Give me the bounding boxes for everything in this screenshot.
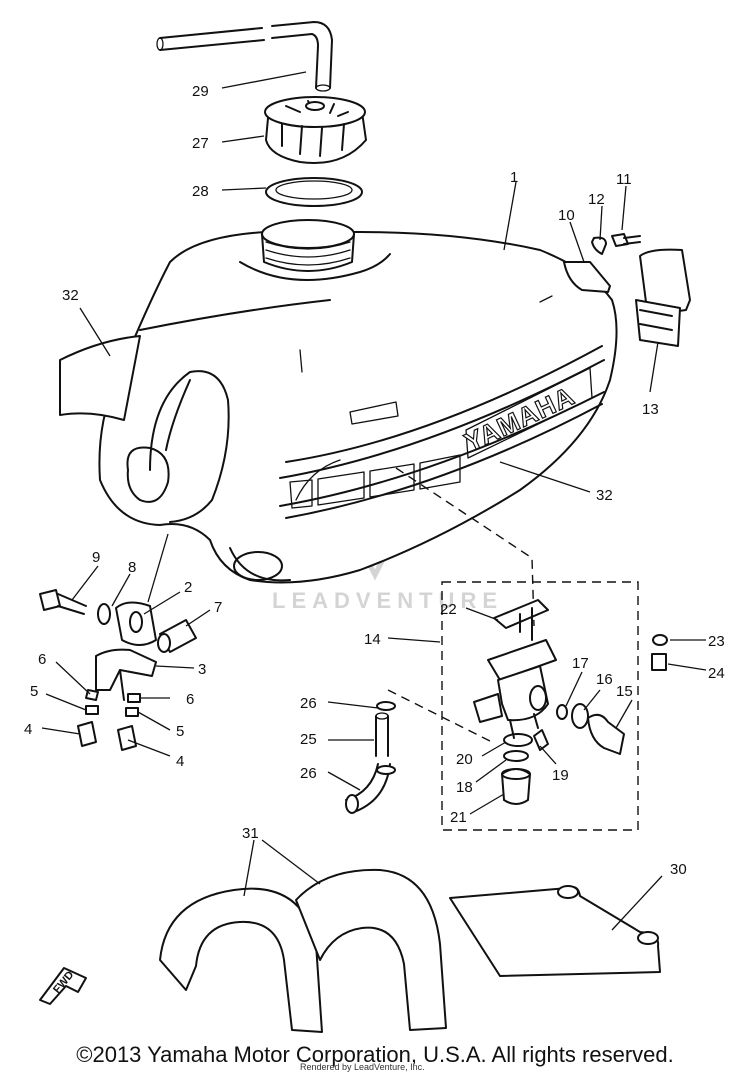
part-12-washer xyxy=(591,236,607,255)
callout-19: 19 xyxy=(552,767,569,784)
callout-29: 29 xyxy=(192,83,209,100)
part-16-o-ring xyxy=(571,703,589,729)
part-25-fuel-hose xyxy=(345,712,391,814)
callout-20: 20 xyxy=(456,751,473,768)
part-15-lever xyxy=(587,713,625,755)
callout-32-upper: 32 xyxy=(62,287,79,304)
callout-4-right: 4 xyxy=(176,753,184,770)
part-27-fuel-cap xyxy=(264,96,367,164)
part-6-washer-right xyxy=(127,693,141,703)
callout-28: 28 xyxy=(192,183,209,200)
callout-24: 24 xyxy=(708,665,725,682)
part-29-breather-hose xyxy=(156,21,333,92)
callout-30: 30 xyxy=(670,861,687,878)
callout-11: 11 xyxy=(616,171,632,188)
part-24-screw xyxy=(651,653,667,671)
callout-14: 14 xyxy=(364,631,381,648)
callout-17: 17 xyxy=(572,655,589,672)
part-1-fuel-tank: YAMAHA xyxy=(98,219,618,584)
callout-7: 7 xyxy=(214,599,222,616)
part-31-pads xyxy=(159,868,447,1033)
part-30-plate xyxy=(449,885,661,977)
part-32-decal xyxy=(59,335,141,421)
callout-10: 10 xyxy=(558,207,575,224)
part-20-gasket xyxy=(503,733,533,747)
part-13-seat-band xyxy=(635,248,691,347)
callout-32-lower: 32 xyxy=(596,487,613,504)
callout-23: 23 xyxy=(708,633,725,650)
callout-27: 27 xyxy=(192,135,209,152)
callout-16: 16 xyxy=(596,671,613,688)
part-26-clip-upper xyxy=(376,701,396,711)
part-10-bracket xyxy=(563,261,611,293)
copyright-notice: ©2013 Yamaha Motor Corporation, U.S.A. A… xyxy=(76,1042,674,1067)
callout-2: 2 xyxy=(184,579,192,596)
callout-26-lower: 26 xyxy=(300,765,317,782)
rendered-by-note: Rendered by LeadVenture, Inc. xyxy=(300,1062,425,1072)
part-6-washer-left xyxy=(85,689,99,701)
part-2-damper xyxy=(115,601,157,646)
callout-15: 15 xyxy=(616,683,633,700)
part-3-bracket xyxy=(95,648,157,701)
part-22-plate xyxy=(493,599,549,641)
part-14-fuel-cock-box xyxy=(441,581,639,831)
part-11-bolt xyxy=(611,233,641,247)
part-28-cap-gasket xyxy=(265,177,363,207)
callout-5-right: 5 xyxy=(176,723,184,740)
part-18-o-ring xyxy=(503,750,529,762)
fwd-arrow: FWD xyxy=(39,967,87,1005)
callout-numbers: 1 2 3 4 4 5 5 6 6 7 8 9 10 11 12 13 14 1… xyxy=(24,83,725,878)
callout-5-left: 5 xyxy=(30,683,38,700)
callout-3: 3 xyxy=(198,661,206,678)
part-7-collar xyxy=(157,619,197,653)
part-9-bolt xyxy=(39,589,87,615)
part-23-washer xyxy=(652,634,668,646)
callout-25: 25 xyxy=(300,731,317,748)
callout-6-left: 6 xyxy=(38,651,46,668)
part-5-nut-left xyxy=(85,705,99,715)
callout-9: 9 xyxy=(92,549,100,566)
callout-21: 21 xyxy=(450,809,467,826)
watermark-text: LEADVENTURE xyxy=(272,588,503,613)
callout-1: 1 xyxy=(510,169,518,186)
part-19-gasket xyxy=(533,729,549,751)
callout-8: 8 xyxy=(128,559,136,576)
part-8-washer xyxy=(97,603,111,625)
callout-13: 13 xyxy=(642,401,659,418)
part-5-nut-right xyxy=(125,707,139,717)
leader-lines xyxy=(41,71,707,931)
callout-4-left: 4 xyxy=(24,721,32,738)
callout-26-upper: 26 xyxy=(300,695,317,712)
fuel-cock-body xyxy=(473,639,557,739)
part-4-nut-left xyxy=(77,721,97,747)
part-26-clip-lower xyxy=(376,765,396,775)
callout-6-right: 6 xyxy=(186,691,194,708)
callout-12: 12 xyxy=(588,191,605,208)
callout-22: 22 xyxy=(440,601,457,618)
part-21-cup xyxy=(501,768,531,805)
part-17-spring xyxy=(556,704,568,720)
callout-18: 18 xyxy=(456,779,473,796)
callout-31: 31 xyxy=(242,825,259,842)
part-4-nut-right xyxy=(117,725,137,751)
